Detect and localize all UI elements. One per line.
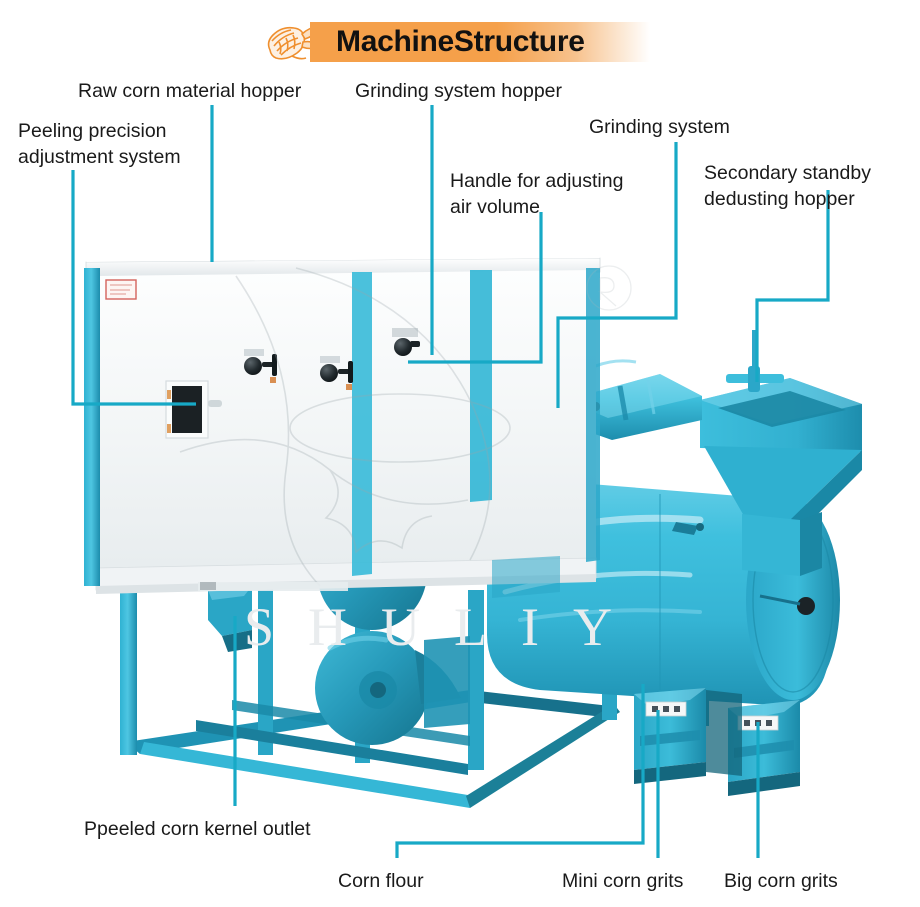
brand-watermark: SHULIY [244, 597, 646, 657]
label-mini-corn-grits: Mini corn grits [562, 870, 684, 892]
label-corn-flour: Corn flour [338, 870, 424, 892]
label-handle-for-adjusting-air-volume: Handle for adjusting air volume [450, 170, 624, 218]
label-grinding-system: Grinding system [589, 116, 730, 138]
big-grits-chute [706, 690, 800, 796]
mini-grits-chute [634, 688, 706, 784]
label-big-corn-grits: Big corn grits [724, 870, 838, 892]
dedusting-hopper [700, 330, 862, 576]
adjustment-knob-1 [244, 349, 277, 383]
adjustment-knob-2 [320, 356, 353, 390]
leader-peeling-precision-adjustment-system [71, 170, 196, 406]
label-ppeeled-corn-kernel-outlet: Ppeeled corn kernel outlet [84, 818, 311, 840]
label-peeling-precision-adjustment-system: Peeling precision adjustment system [18, 120, 181, 168]
label-secondary-standby-dedusting-hopper: Secondary standby dedusting hopper [704, 162, 871, 210]
leader-corn-flour [395, 684, 645, 858]
leader-grinding-system [556, 142, 678, 408]
page-title: MachineStructure [336, 25, 585, 58]
title-banner [310, 22, 650, 62]
adjustment-knob-3 [392, 328, 420, 356]
raw-corn-hopper-cabinet [84, 252, 632, 594]
label-raw-corn-material-hopper: Raw corn material hopper [78, 80, 302, 102]
leader-secondary-standby-dedusting-hopper [755, 190, 830, 382]
label-grinding-system-hopper: Grinding system hopper [355, 80, 563, 102]
leader-handle-for-adjusting-air-volume [408, 212, 543, 364]
